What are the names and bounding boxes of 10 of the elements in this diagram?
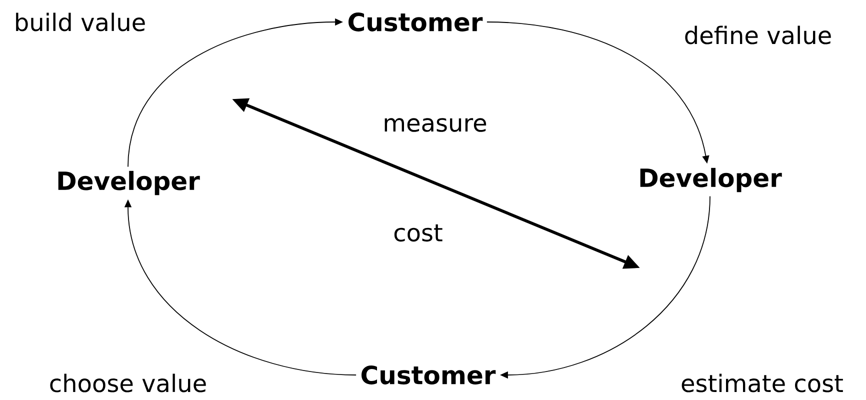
edge-label: build value (16, 12, 145, 32)
role-label: Developer (640, 168, 782, 192)
arrow-label: measure (384, 118, 486, 132)
role-label: Customer (348, 12, 483, 32)
edge-label: estimate cost (682, 374, 843, 392)
arrow-label: cost (394, 224, 442, 242)
edge-label: define value (685, 26, 831, 44)
role-label: Developer (58, 170, 200, 196)
role-label: Customer (362, 366, 496, 384)
edge-label: choose value (50, 374, 206, 392)
